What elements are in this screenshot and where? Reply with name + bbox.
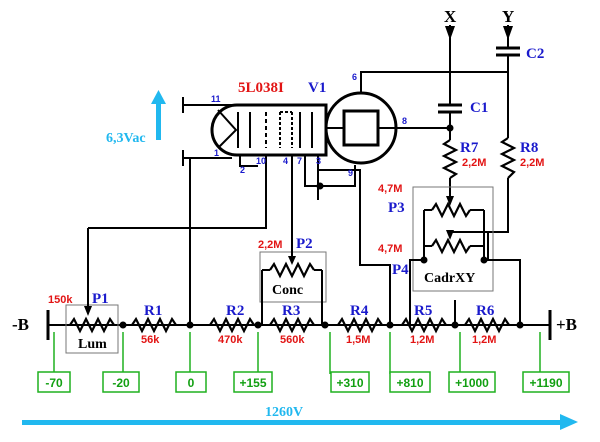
r6-ref-label: R6 [476, 303, 495, 319]
y-input-label: Y [502, 7, 514, 26]
pin-10-label: 10 [256, 156, 266, 166]
p2-value-label: 2,2M [258, 239, 282, 251]
heater-arrow [151, 90, 166, 140]
p1-ref-label: P1 [92, 291, 109, 307]
pin-4-label: 4 [283, 156, 288, 166]
resistor-r3 [269, 316, 315, 334]
resistor-r8 [488, 137, 517, 233]
pin-1-label: 1 [214, 148, 219, 158]
pin-9-label: 9 [348, 168, 353, 178]
p1-name-label: Lum [78, 337, 107, 352]
x-input-label: X [444, 7, 457, 26]
p2-name-label: Conc [272, 283, 303, 298]
r1-value-label: 56k [141, 334, 160, 346]
cadrxy-label: CadrXY [424, 271, 475, 286]
main-bus [46, 310, 552, 340]
total-voltage-label: 1260V [265, 405, 303, 420]
pin-6-label: 6 [352, 72, 357, 82]
bus-junctions [119, 321, 524, 329]
r2-ref-label: R2 [226, 303, 244, 319]
tap-label-6: +1000 [455, 376, 489, 390]
cadrxy-block [409, 186, 521, 325]
heater-voltage-label: 6,3Vac [106, 131, 146, 146]
pin-8-label: 8 [402, 116, 407, 126]
r8-value-label: 2,2M [520, 157, 544, 169]
r7-value-label: 2,2M [462, 157, 486, 169]
p4-ref-label: P4 [392, 262, 409, 278]
pin-2-label: 2 [240, 165, 245, 175]
r3-value-label: 560k [280, 334, 305, 346]
resistor-r1 [131, 316, 177, 334]
tap-leaders [53, 332, 541, 374]
plus-b-label: +B [556, 315, 577, 334]
r4-ref-label: R4 [350, 303, 369, 319]
p4-value-label: 4,7M [378, 243, 402, 255]
tube-model-label: 5L038I [238, 80, 284, 96]
resistor-r5 [401, 316, 447, 334]
pot-p1 [65, 228, 119, 354]
r8-ref-label: R8 [520, 140, 538, 156]
resistor-r6 [464, 316, 510, 334]
x-input [438, 25, 462, 140]
resistor-r4 [337, 316, 383, 334]
tap-label-3: +155 [239, 376, 266, 390]
r3-ref-label: R3 [282, 303, 300, 319]
r7-ref-label: R7 [460, 140, 479, 156]
c1-label: C1 [470, 100, 488, 116]
r5-ref-label: R5 [414, 303, 432, 319]
tap-label-5: +810 [396, 376, 423, 390]
p1-value-label: 150k [48, 294, 73, 306]
tap-label-1: -20 [112, 376, 130, 390]
pin-7-label: 7 [297, 156, 302, 166]
total-voltage-arrow [22, 414, 578, 430]
pin-3-label: 3 [316, 156, 321, 166]
c2-label: C2 [526, 46, 544, 62]
r4-value-label: 1,5M [346, 334, 370, 346]
y-input [496, 25, 520, 138]
pin-11-label: 11 [211, 94, 221, 104]
pot-p2 [259, 168, 327, 325]
tap-label-0: -70 [45, 376, 63, 390]
tube-wiring [88, 71, 509, 325]
p3-ref-label: P3 [388, 200, 405, 216]
r2-value-label: 470k [218, 334, 243, 346]
p3-value-label: 4,7M [378, 183, 402, 195]
minus-b-label: -B [12, 315, 29, 334]
resistor-p1-track [69, 316, 115, 334]
tap-label-4: +310 [336, 376, 363, 390]
r6-value-label: 1,2M [472, 334, 496, 346]
tap-boxes [37, 371, 570, 393]
r1-ref-label: R1 [144, 303, 162, 319]
tube-ref-label: V1 [308, 80, 326, 96]
tap-label-7: +1190 [529, 376, 562, 390]
tap-label-2: 0 [188, 376, 195, 390]
tube-v1 [210, 91, 398, 165]
p2-ref-label: P2 [296, 236, 313, 252]
resistor-r2 [209, 316, 255, 334]
r5-value-label: 1,2M [410, 334, 434, 346]
